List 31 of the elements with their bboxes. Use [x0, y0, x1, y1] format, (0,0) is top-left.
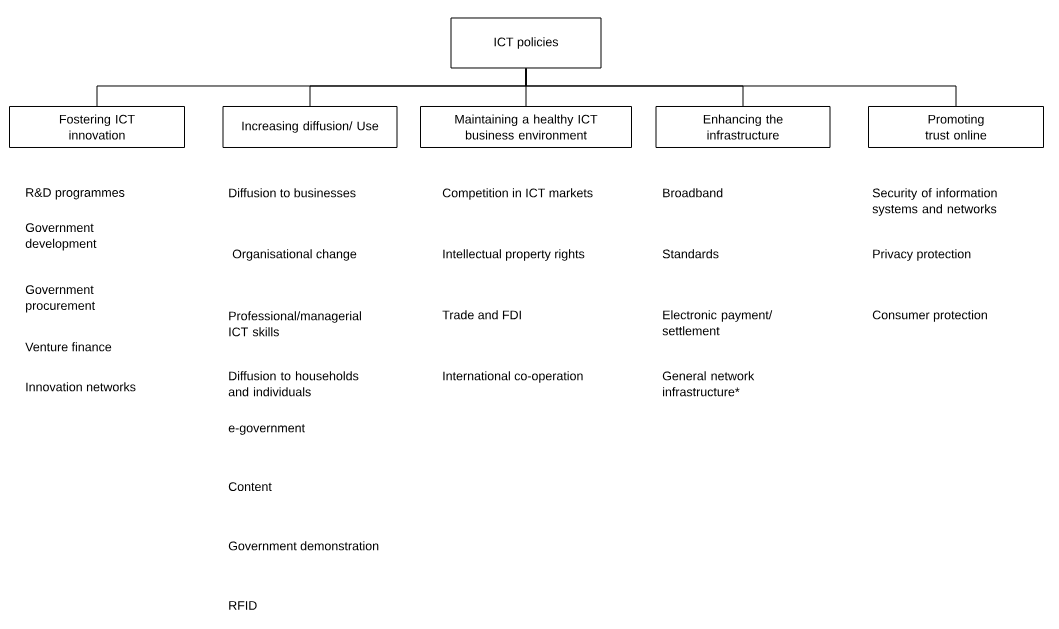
category-box: Increasing diffusion/ Use [222, 106, 398, 148]
category-box: Fostering ICT innovation [9, 106, 185, 148]
category-box: Maintaining a healthy ICT business environment [420, 106, 632, 148]
policy-item: Organisational change [232, 249, 357, 261]
policy-item: Security of information systems and networks [872, 188, 997, 216]
policy-item: Government development [25, 223, 97, 251]
policy-item: Diffusion to households and individuals [228, 371, 359, 397]
policy-item: Innovation networks [26, 382, 136, 392]
policy-item: Government demonstration [228, 541, 379, 551]
policy-item: R&D programmes [26, 188, 125, 200]
policy-item: Professional/managerial ICT skills [229, 311, 361, 337]
policy-item: e-government [228, 424, 305, 435]
policy-item: Content [228, 482, 272, 491]
category-box: Promoting trust online [868, 106, 1044, 148]
policy-item: Government procurement [25, 285, 95, 313]
policy-item: Diffusion to businesses [229, 188, 356, 198]
root-box: ICT policies [450, 17, 602, 69]
policy-item: Privacy protection [873, 249, 971, 261]
policy-item: Intellectual property rights [443, 249, 585, 261]
policy-item: Trade and FDI [442, 310, 521, 320]
policy-item: Competition in ICT markets [442, 188, 593, 200]
policy-item: Standards [662, 249, 719, 259]
policy-item: Electronic payment/ settlement [662, 310, 773, 336]
policy-item: Venture finance [25, 342, 112, 352]
policy-item: Broadband [663, 188, 723, 198]
policy-item: RFID [229, 601, 257, 610]
policy-item: International co-operation [443, 371, 583, 383]
policy-item: General network infrastructure* [662, 371, 755, 397]
policy-item: Consumer protection [872, 310, 987, 322]
connector [525, 68, 957, 107]
category-box: Enhancing the infrastructure [655, 106, 831, 148]
